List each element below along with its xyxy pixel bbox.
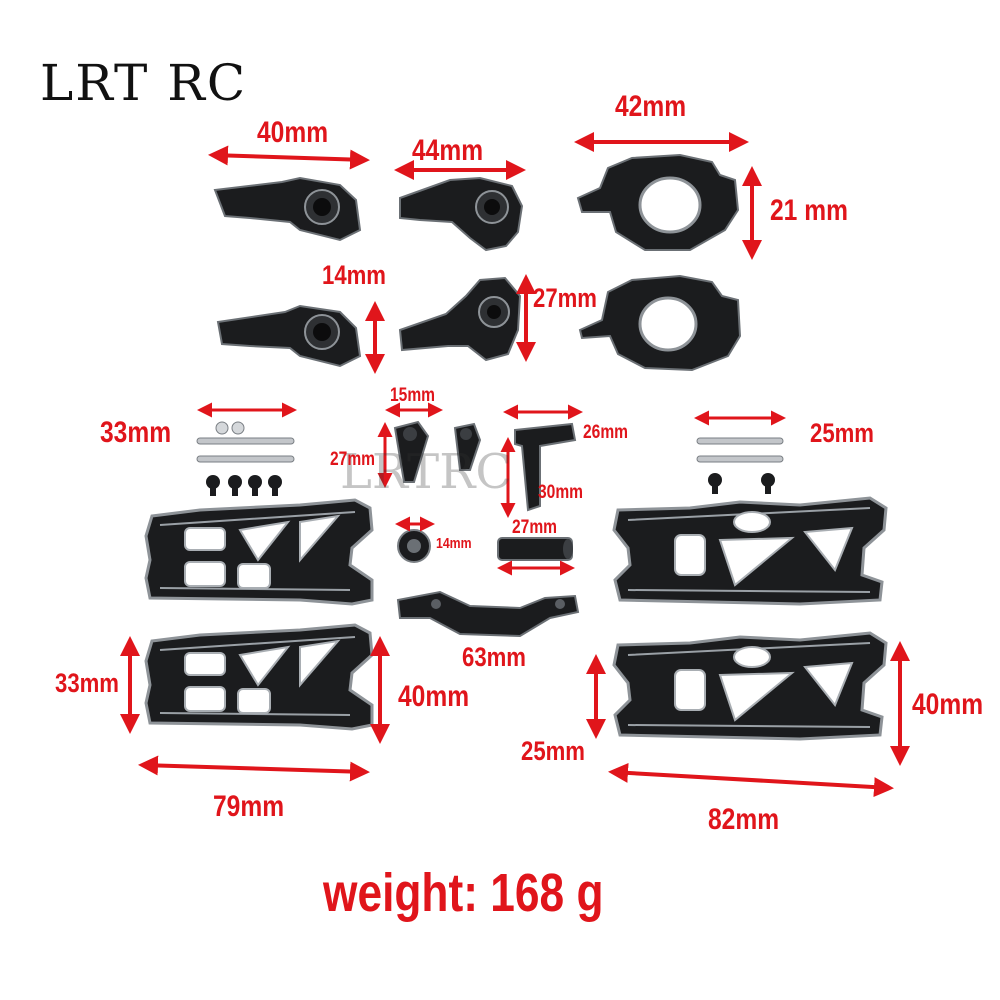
- arm-left-outer-label: 40mm: [398, 680, 470, 713]
- c-hub-carrier-part: [576, 153, 742, 372]
- dimension-arrows: [120, 132, 910, 798]
- arrow-arm-right-width: [608, 762, 894, 798]
- arrow-hub-width: [208, 145, 370, 170]
- arm-right-outer-label: 40mm: [912, 688, 984, 721]
- arm-left-inner-label: 33mm: [55, 668, 119, 698]
- pin-left-label: 33mm: [100, 416, 172, 449]
- arrow-arm-left-width: [138, 755, 370, 782]
- plate-width-label: 63mm: [462, 642, 526, 672]
- saver-width-label: 15mm: [390, 385, 436, 406]
- post-width-label: 26mm: [583, 422, 629, 443]
- right-arms-part: [612, 496, 888, 741]
- arm-right-width-label: 82mm: [708, 803, 780, 836]
- hinge-pins-part: [196, 421, 784, 463]
- hub-width-label: 40mm: [257, 116, 329, 149]
- saver-height-label: 27mm: [330, 449, 376, 470]
- knuckle-width-label: 44mm: [412, 134, 484, 167]
- steering-plate-part: [396, 590, 580, 638]
- rear-hub-part: [213, 176, 362, 368]
- steering-knuckle-part: [398, 176, 524, 362]
- carrier-height-label: 21 mm: [770, 194, 848, 227]
- watermark: LRTRC: [340, 444, 513, 500]
- left-arms-part: [144, 498, 374, 731]
- arm-left-width-label: 79mm: [213, 790, 285, 823]
- pin-right-label: 25mm: [810, 418, 874, 448]
- servo-saver-part: [393, 420, 577, 512]
- arm-right-inner-label: 25mm: [521, 736, 585, 766]
- knuckle-height-label: 27mm: [533, 283, 597, 313]
- nut-part: [397, 529, 431, 563]
- tube-width-label: 27mm: [512, 517, 558, 538]
- carrier-width-label: 42mm: [615, 90, 687, 123]
- tube-part: [497, 537, 573, 561]
- post-height-label: 30mm: [538, 482, 584, 503]
- nut-width-label: 14mm: [436, 535, 472, 552]
- brand-logo: LRT RC: [40, 54, 248, 112]
- hub-height-label: 14mm: [322, 260, 386, 290]
- screws-part: [206, 473, 775, 496]
- weight-label: weight: 168 g: [323, 863, 604, 923]
